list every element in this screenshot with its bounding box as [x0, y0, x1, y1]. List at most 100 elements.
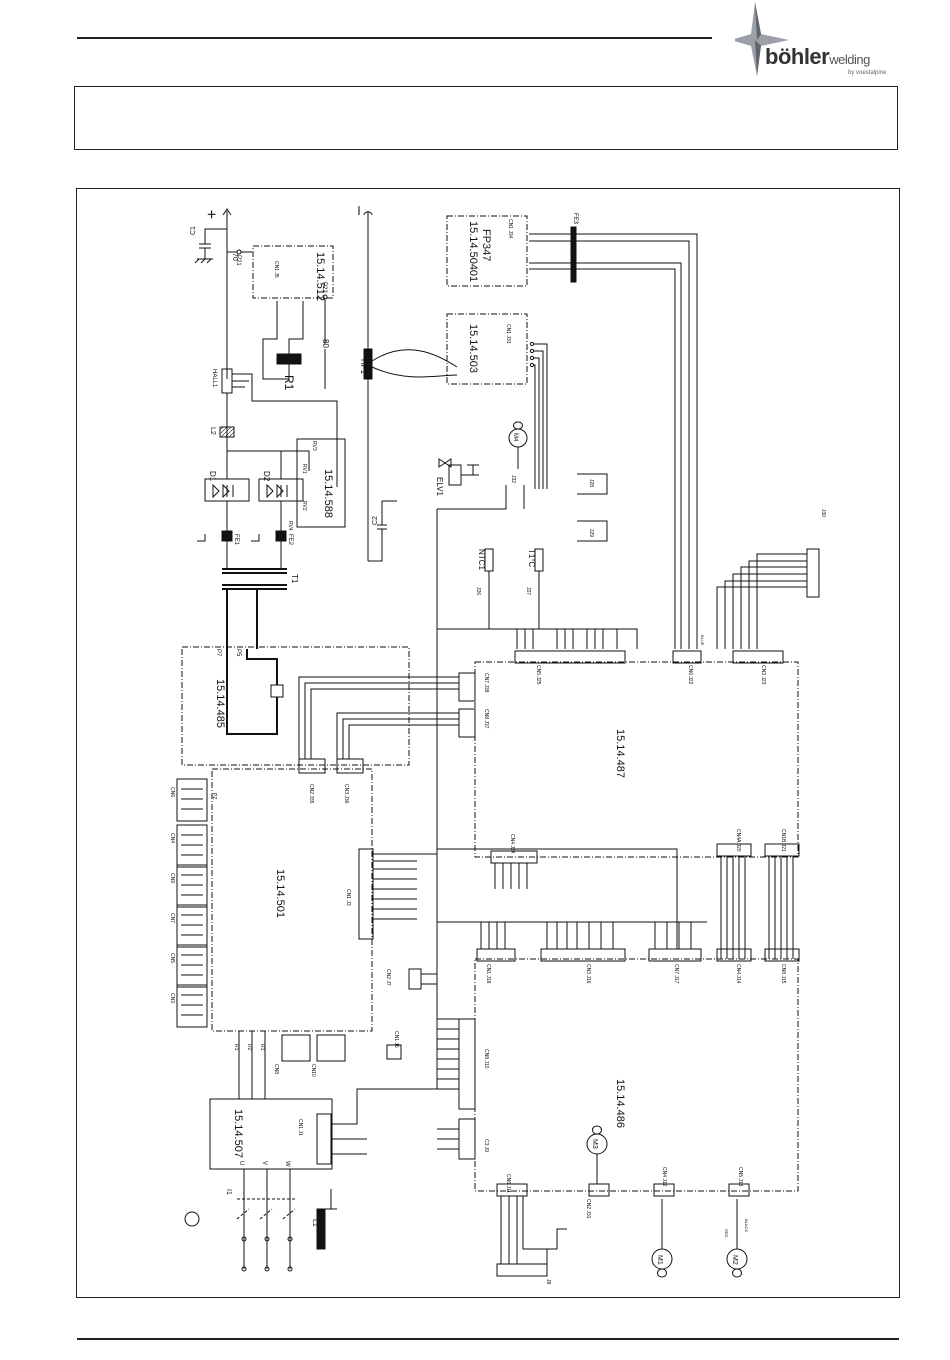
- cn5-j13-label: CN5 J13: [737, 1167, 743, 1187]
- cn2-j35-label: CN2 J35: [308, 784, 314, 804]
- connector-cn1-j1: [316, 1113, 332, 1165]
- cn3-j23-label: CN3 J23: [760, 665, 766, 685]
- rv3-label: RV3: [311, 441, 317, 451]
- board-15-14-588: [296, 438, 346, 528]
- board-15-14-503-label: 15.14.503: [467, 324, 479, 373]
- ribbon-cables: [720, 856, 794, 959]
- footer-rule: [77, 1338, 899, 1340]
- connector-cn3-j36: [336, 758, 364, 774]
- board-15-14-485: [181, 646, 410, 766]
- j27-label: J27: [525, 587, 531, 595]
- r1-label: R1: [282, 375, 296, 391]
- cn2-j7-label: CN2 J7: [385, 969, 391, 986]
- cn4-j24-label: CN4 J24: [509, 834, 515, 854]
- j33-pins: [529, 341, 548, 489]
- d1-label: D1: [208, 471, 217, 482]
- j32-label: J32: [510, 475, 516, 483]
- fan-motor-m3: [586, 1125, 608, 1184]
- n80-label: 80: [321, 339, 330, 348]
- cn5-j25-label: CN5 J25: [535, 665, 541, 685]
- r2-wire-label: R2: [246, 1044, 252, 1051]
- cn1b-j21-label: CN1B J21: [780, 829, 786, 852]
- main-switch-i1: [184, 1169, 297, 1272]
- ferrite-fe1: [221, 530, 233, 542]
- board-15-14-501-label: 15.14.501: [274, 869, 286, 918]
- minus-label: –: [350, 206, 367, 215]
- j8-label: J8: [545, 1279, 551, 1285]
- solenoid-valve-elv1: [438, 458, 479, 486]
- cn8-j10-label: CN8 J10: [483, 1049, 489, 1069]
- blue-wire-label: BLUE: [700, 635, 705, 646]
- board-15-14-485-label: 15.14.485: [214, 679, 226, 728]
- p21-label: P21: [235, 255, 241, 266]
- connector-c3-j9: [458, 1118, 476, 1160]
- cn1-j6-label: CN1 J6: [393, 1031, 399, 1048]
- connector-cn1-j6: [386, 1044, 402, 1060]
- p5-label: P5: [235, 649, 241, 657]
- plus-label: +: [204, 210, 221, 219]
- connector-j30: [806, 548, 820, 598]
- brand-sub: by voestalpine: [848, 70, 887, 76]
- connector-cn4a-j20: [716, 843, 752, 857]
- cn5-label: CN5: [169, 953, 175, 963]
- cn6-label: CN6: [169, 787, 175, 797]
- cn2-j31-label: CN2 J31: [585, 1199, 591, 1219]
- bohler-welding-logo: böhlerwelding by voestalpine: [731, 0, 920, 80]
- r3-wire-label: R3: [259, 1044, 265, 1051]
- hf1-label: HF1: [359, 359, 368, 375]
- connector-cn4-j24: [490, 850, 538, 864]
- cn6-j22-label: CN6 J22: [687, 665, 693, 685]
- cn1-j1-label: CN1 J1: [297, 1119, 303, 1136]
- d2-label: D2: [262, 471, 271, 482]
- c3-j9-label: C3 J9: [483, 1139, 489, 1152]
- m3-label: M3: [591, 1139, 598, 1149]
- fan-motor-m1: [651, 1199, 673, 1278]
- red-wire-label: RED: [724, 1229, 729, 1238]
- cn3-label: CN3: [169, 993, 175, 1003]
- rv2-label: RV2: [301, 501, 307, 511]
- cn8-j15-label: CN8 J15: [780, 964, 786, 984]
- negative-output-terminal: [363, 211, 373, 561]
- connector-cn8-j37: [458, 708, 476, 738]
- board-15-14-487: [474, 661, 799, 858]
- resistor-r1: [276, 353, 302, 365]
- cn3-j36-label: CN3 J36: [343, 784, 349, 804]
- connector-cn8-pz: [281, 1034, 311, 1062]
- ferrite-fe3: [570, 226, 577, 283]
- cn7-label: CN7: [169, 913, 175, 923]
- connector-cn1-j18: [476, 948, 516, 962]
- connector-cn2-j35: [298, 758, 326, 774]
- j29-label: J29: [588, 529, 594, 537]
- board-15-14-507: [209, 1098, 333, 1170]
- j28-label: J28: [588, 479, 594, 487]
- fe3-label: FE3: [572, 213, 578, 225]
- board-15-14-503: [446, 313, 528, 385]
- l2-label: L2: [209, 427, 216, 435]
- connector-cn7-j17: [648, 948, 702, 962]
- cn7-j17-label: CN7 J17: [673, 964, 679, 984]
- black-wire-label: BLACK: [744, 1219, 749, 1232]
- inductor-l1: [316, 1208, 326, 1250]
- connector-cn1b-j21: [764, 843, 800, 857]
- board-15-14-486-label: 15.14.486: [614, 1079, 626, 1128]
- header-rule: [77, 37, 712, 39]
- j26-label: J26: [475, 587, 481, 595]
- p22-label: P22: [321, 282, 327, 293]
- fp347-label: FP347: [480, 229, 492, 261]
- board-15-14-512-label: 15.14.512: [314, 252, 326, 301]
- connector-cn7-j38: [458, 672, 476, 702]
- cn8-pz-label: CN8: [273, 1064, 279, 1074]
- t1-label: T1: [290, 574, 299, 584]
- connector-cn1-j3: [358, 848, 374, 940]
- fe1-label: FE1: [233, 534, 239, 546]
- title-box: [74, 86, 898, 150]
- p7-label: P7: [215, 649, 221, 657]
- pz-label: PZ: [211, 793, 217, 799]
- wiring-schematic: + C1 15.14.512 CN1 J5 P21 70 P22 R1 80: [169, 206, 826, 1285]
- schematic-frame: + C1 15.14.512 CN1 J5 P21 70 P22 R1 80: [76, 188, 900, 1298]
- pz-capacitor-banks: [176, 778, 208, 1028]
- connector-cn4-j12: [653, 1183, 675, 1197]
- transformer-t1: [222, 568, 287, 649]
- connector-cn10-pz: [316, 1034, 346, 1062]
- cn1-j34-label: CN1 J34: [507, 219, 513, 239]
